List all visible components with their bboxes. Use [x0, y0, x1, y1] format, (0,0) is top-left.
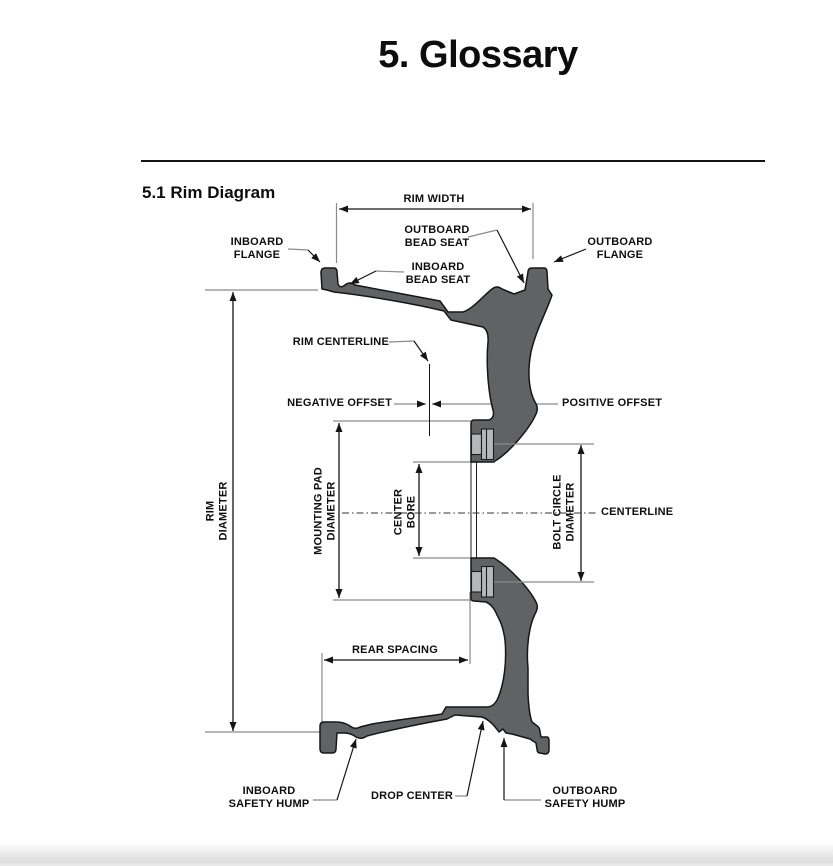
section-heading: 5.1 Rim Diagram [142, 183, 276, 202]
label-rear-spacing: REAR SPACING [352, 644, 438, 656]
extension-lines [205, 203, 558, 801]
rim-upper-section [320, 267, 553, 463]
label-inboard-flange: INBOARD FLANGE [230, 236, 284, 261]
label-rim-centerline: RIM CENTERLINE [292, 336, 389, 348]
dimension-lines [229, 205, 585, 731]
label-inboard-safety-hump: INBOARD SAFETY HUMP [228, 785, 310, 810]
rim-lower-section [319, 557, 550, 755]
page-bottom-edge [0, 842, 833, 866]
label-center-bore: CENTER BORE [392, 488, 418, 536]
label-centerline: CENTERLINE [601, 506, 674, 518]
center-bore-lines [470, 462, 477, 558]
label-rim-width: RIM WIDTH [403, 193, 465, 205]
upper-lug-bolt [470, 428, 495, 461]
horizontal-rule [141, 160, 765, 162]
label-outboard-safety-hump: OUTBOARD SAFETY HUMP [544, 785, 626, 810]
leader-arrows [307, 229, 587, 801]
label-outboard-flange: OUTBOARD FLANGE [587, 236, 653, 261]
label-drop-center: DROP CENTER [370, 790, 454, 802]
label-negative-offset: NEGATIVE OFFSET [287, 397, 392, 409]
label-outboard-bead-seat: OUTBOARD BEAD SEAT [404, 224, 470, 249]
rim-body [319, 267, 553, 755]
label-bolt-circle-diameter: BOLT CIRCLE DIAMETER [551, 474, 577, 550]
label-positive-offset: POSITIVE OFFSET [562, 397, 663, 409]
label-rim-diameter: RIM DIAMETER [204, 481, 230, 541]
bolt-circle-extension-lines [494, 443, 594, 583]
label-mounting-pad-diameter: MOUNTING PAD DIAMETER [312, 467, 338, 555]
label-inboard-bead-seat: INBOARD BEAD SEAT [405, 261, 471, 286]
page-title: 5. Glossary [378, 34, 578, 76]
lower-lug-bolt [470, 565, 495, 598]
